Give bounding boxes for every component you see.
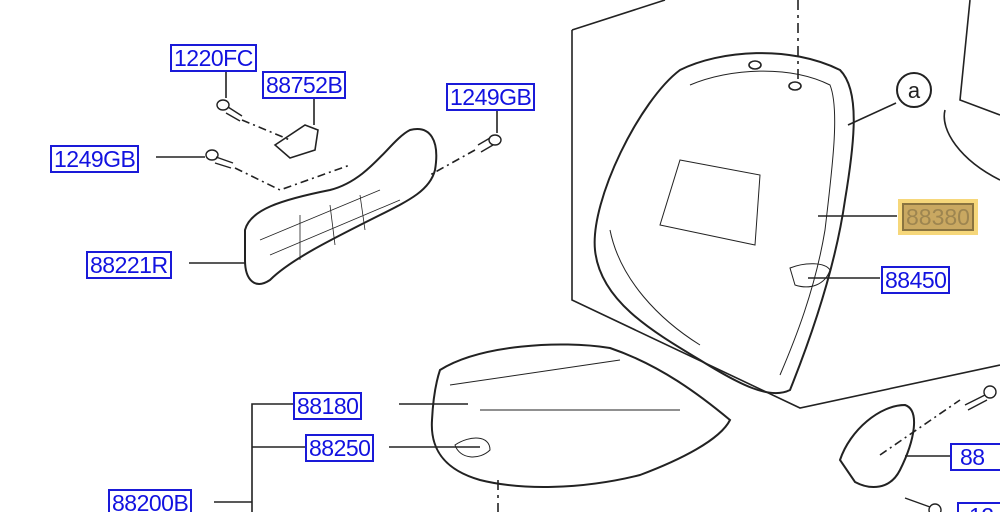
side-cover-right: [838, 403, 916, 488]
screw-1249GB-left: [205, 149, 234, 169]
part-label-partial-right[interactable]: 88: [950, 443, 1000, 471]
screw-right-upper: [964, 385, 997, 411]
screw-right-lower: [904, 497, 942, 512]
part-label-partial-bottom[interactable]: 12: [957, 502, 1000, 512]
seatback-cushion: [593, 52, 855, 395]
part-label-1249GB-top[interactable]: 1249GB: [446, 83, 536, 111]
part-label-1220FC[interactable]: 1220FC: [170, 44, 257, 72]
part-label-88380-text: 88380: [902, 203, 974, 231]
seatback-group-outline: [571, 0, 666, 31]
side-shield-88221R: [244, 128, 438, 285]
clip-88752B: [273, 124, 319, 159]
seat-cushion: [430, 343, 732, 488]
part-label-88380-highlighted[interactable]: 88380: [898, 199, 978, 235]
part-label-88450[interactable]: 88450: [881, 266, 951, 294]
part-label-88180[interactable]: 88180: [293, 392, 363, 420]
part-label-88200B[interactable]: 88200B: [108, 489, 193, 512]
screw-1220FC: [216, 99, 243, 122]
callout-a: a: [896, 72, 932, 108]
part-label-88221R[interactable]: 88221R: [86, 251, 172, 279]
screw-1249GB-top: [477, 134, 502, 153]
part-label-1249GB-left[interactable]: 1249GB: [50, 145, 140, 173]
part-label-88250[interactable]: 88250: [305, 434, 375, 462]
part-label-88752B[interactable]: 88752B: [262, 71, 347, 99]
